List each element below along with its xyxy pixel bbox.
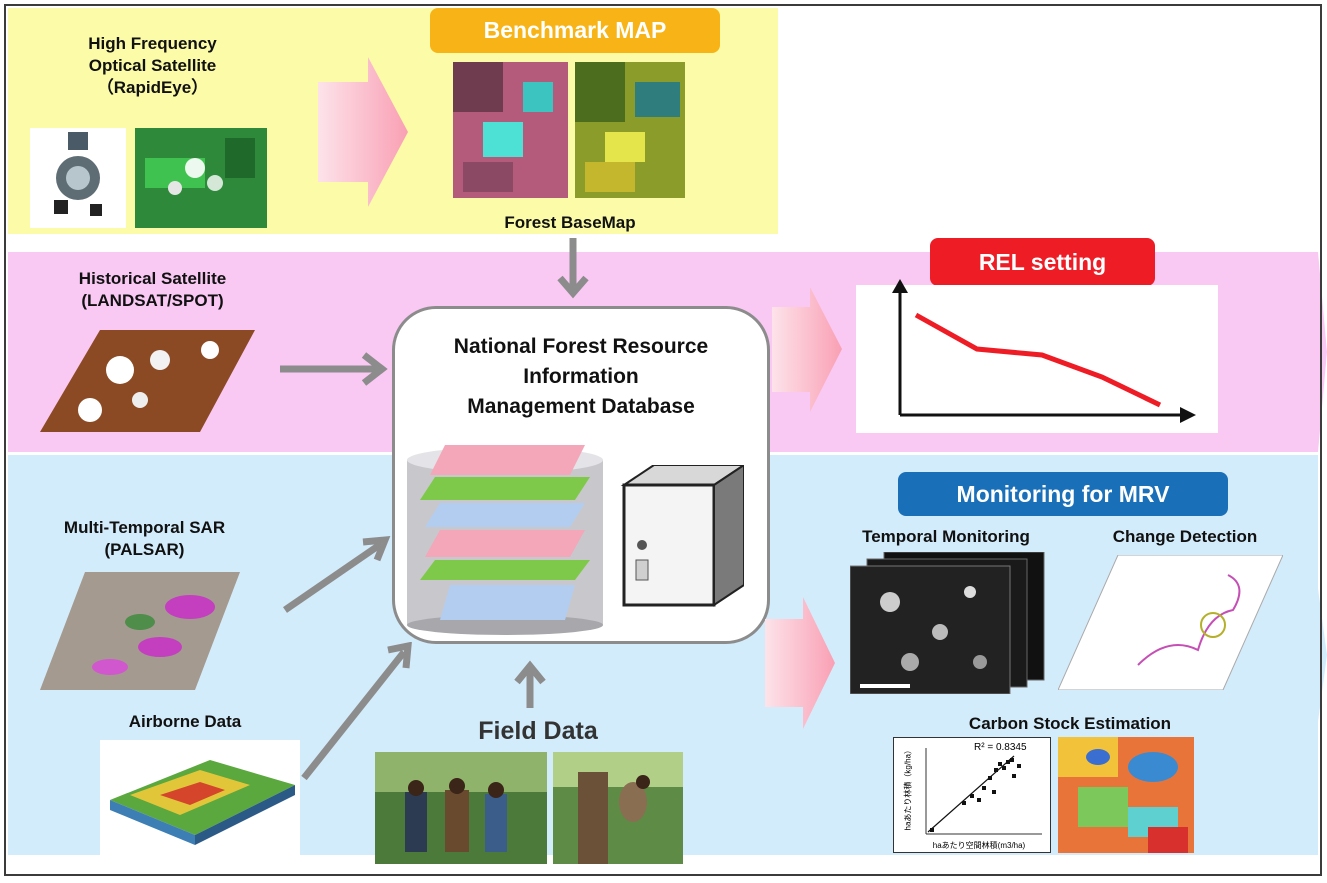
db-layer-green-2: [420, 560, 590, 580]
server-icon: [620, 465, 744, 607]
landsat-image: [40, 330, 255, 432]
airborne-lidar-image: [100, 740, 300, 860]
rel-setting-header: REL setting: [930, 238, 1155, 286]
monitoring-mrv-header: Monitoring for MRV: [898, 472, 1228, 516]
scatter-r2: R² = 0.8345: [974, 742, 1027, 753]
historical-satellite-label: Historical Satellite (LANDSAT/SPOT): [78, 269, 227, 310]
db-layer-palsar: [430, 445, 585, 475]
temporal-monitoring-image-stack: [850, 552, 1045, 694]
database-cylinder: [407, 445, 603, 635]
optical-satellite-label: High Frequency Optical Satellite （RapidE…: [88, 34, 217, 97]
historical-to-db-arrow: [280, 352, 388, 386]
change-detection-label: Change Detection: [1112, 527, 1258, 546]
scatter-x-label: haあたり空間林積(m3/ha): [932, 841, 1026, 850]
rel-chart-panel: [856, 285, 1218, 433]
pink-band-arrow-tip: [1270, 252, 1327, 452]
change-detection-map: [1058, 555, 1283, 690]
db-to-rel-arrow: [772, 287, 842, 412]
carbon-stock-map: [1058, 737, 1194, 853]
airborne-to-db-arrow: [301, 642, 412, 781]
temporal-monitoring-label: Temporal Monitoring: [862, 527, 1030, 546]
carbon-stock-label: Carbon Stock Estimation: [968, 714, 1172, 733]
db-layer-dem: [425, 530, 585, 557]
field-photo-tree: [553, 752, 683, 864]
db-to-monitoring-arrow: [765, 597, 835, 729]
rel-y-axis-head: [892, 279, 908, 293]
benchmark-map-green: [575, 62, 685, 198]
sar-to-db-arrow: [283, 535, 391, 613]
field-data-label: Field Data: [478, 717, 598, 745]
palsar-image: [40, 572, 240, 690]
database-title: National Forest Resource Information Man…: [453, 335, 709, 418]
satellite-illustration: [30, 128, 126, 228]
db-layer-strip: [425, 503, 585, 527]
airborne-label: Airborne Data: [128, 712, 242, 731]
field-to-db-arrow: [514, 660, 546, 708]
basemap-to-db-arrow: [557, 238, 589, 299]
optical-to-benchmark-arrow: [318, 57, 408, 207]
db-layer-green-1: [420, 477, 590, 500]
rel-x-axis-head: [1180, 407, 1196, 423]
benchmark-map-pink: [453, 62, 568, 198]
benchmark-map-header: Benchmark MAP: [430, 8, 720, 53]
rapideye-image: [135, 128, 267, 228]
blue-band-arrow-tip: [1290, 455, 1327, 855]
sar-label: Multi-Temporal SAR (PALSAR): [63, 518, 226, 559]
rel-reference-line: [914, 312, 1162, 408]
diagram-frame: [4, 4, 1322, 876]
forest-basemap-caption: Forest BaseMap: [504, 213, 636, 232]
carbon-scatter-plot: R² = 0.8345 haあたり林積（kg/ha） haあたり空間林積(m3/…: [893, 737, 1051, 853]
field-photo-team: [375, 752, 547, 864]
rel-line-chart: [892, 279, 1196, 423]
db-layer-inventory: [440, 585, 575, 620]
